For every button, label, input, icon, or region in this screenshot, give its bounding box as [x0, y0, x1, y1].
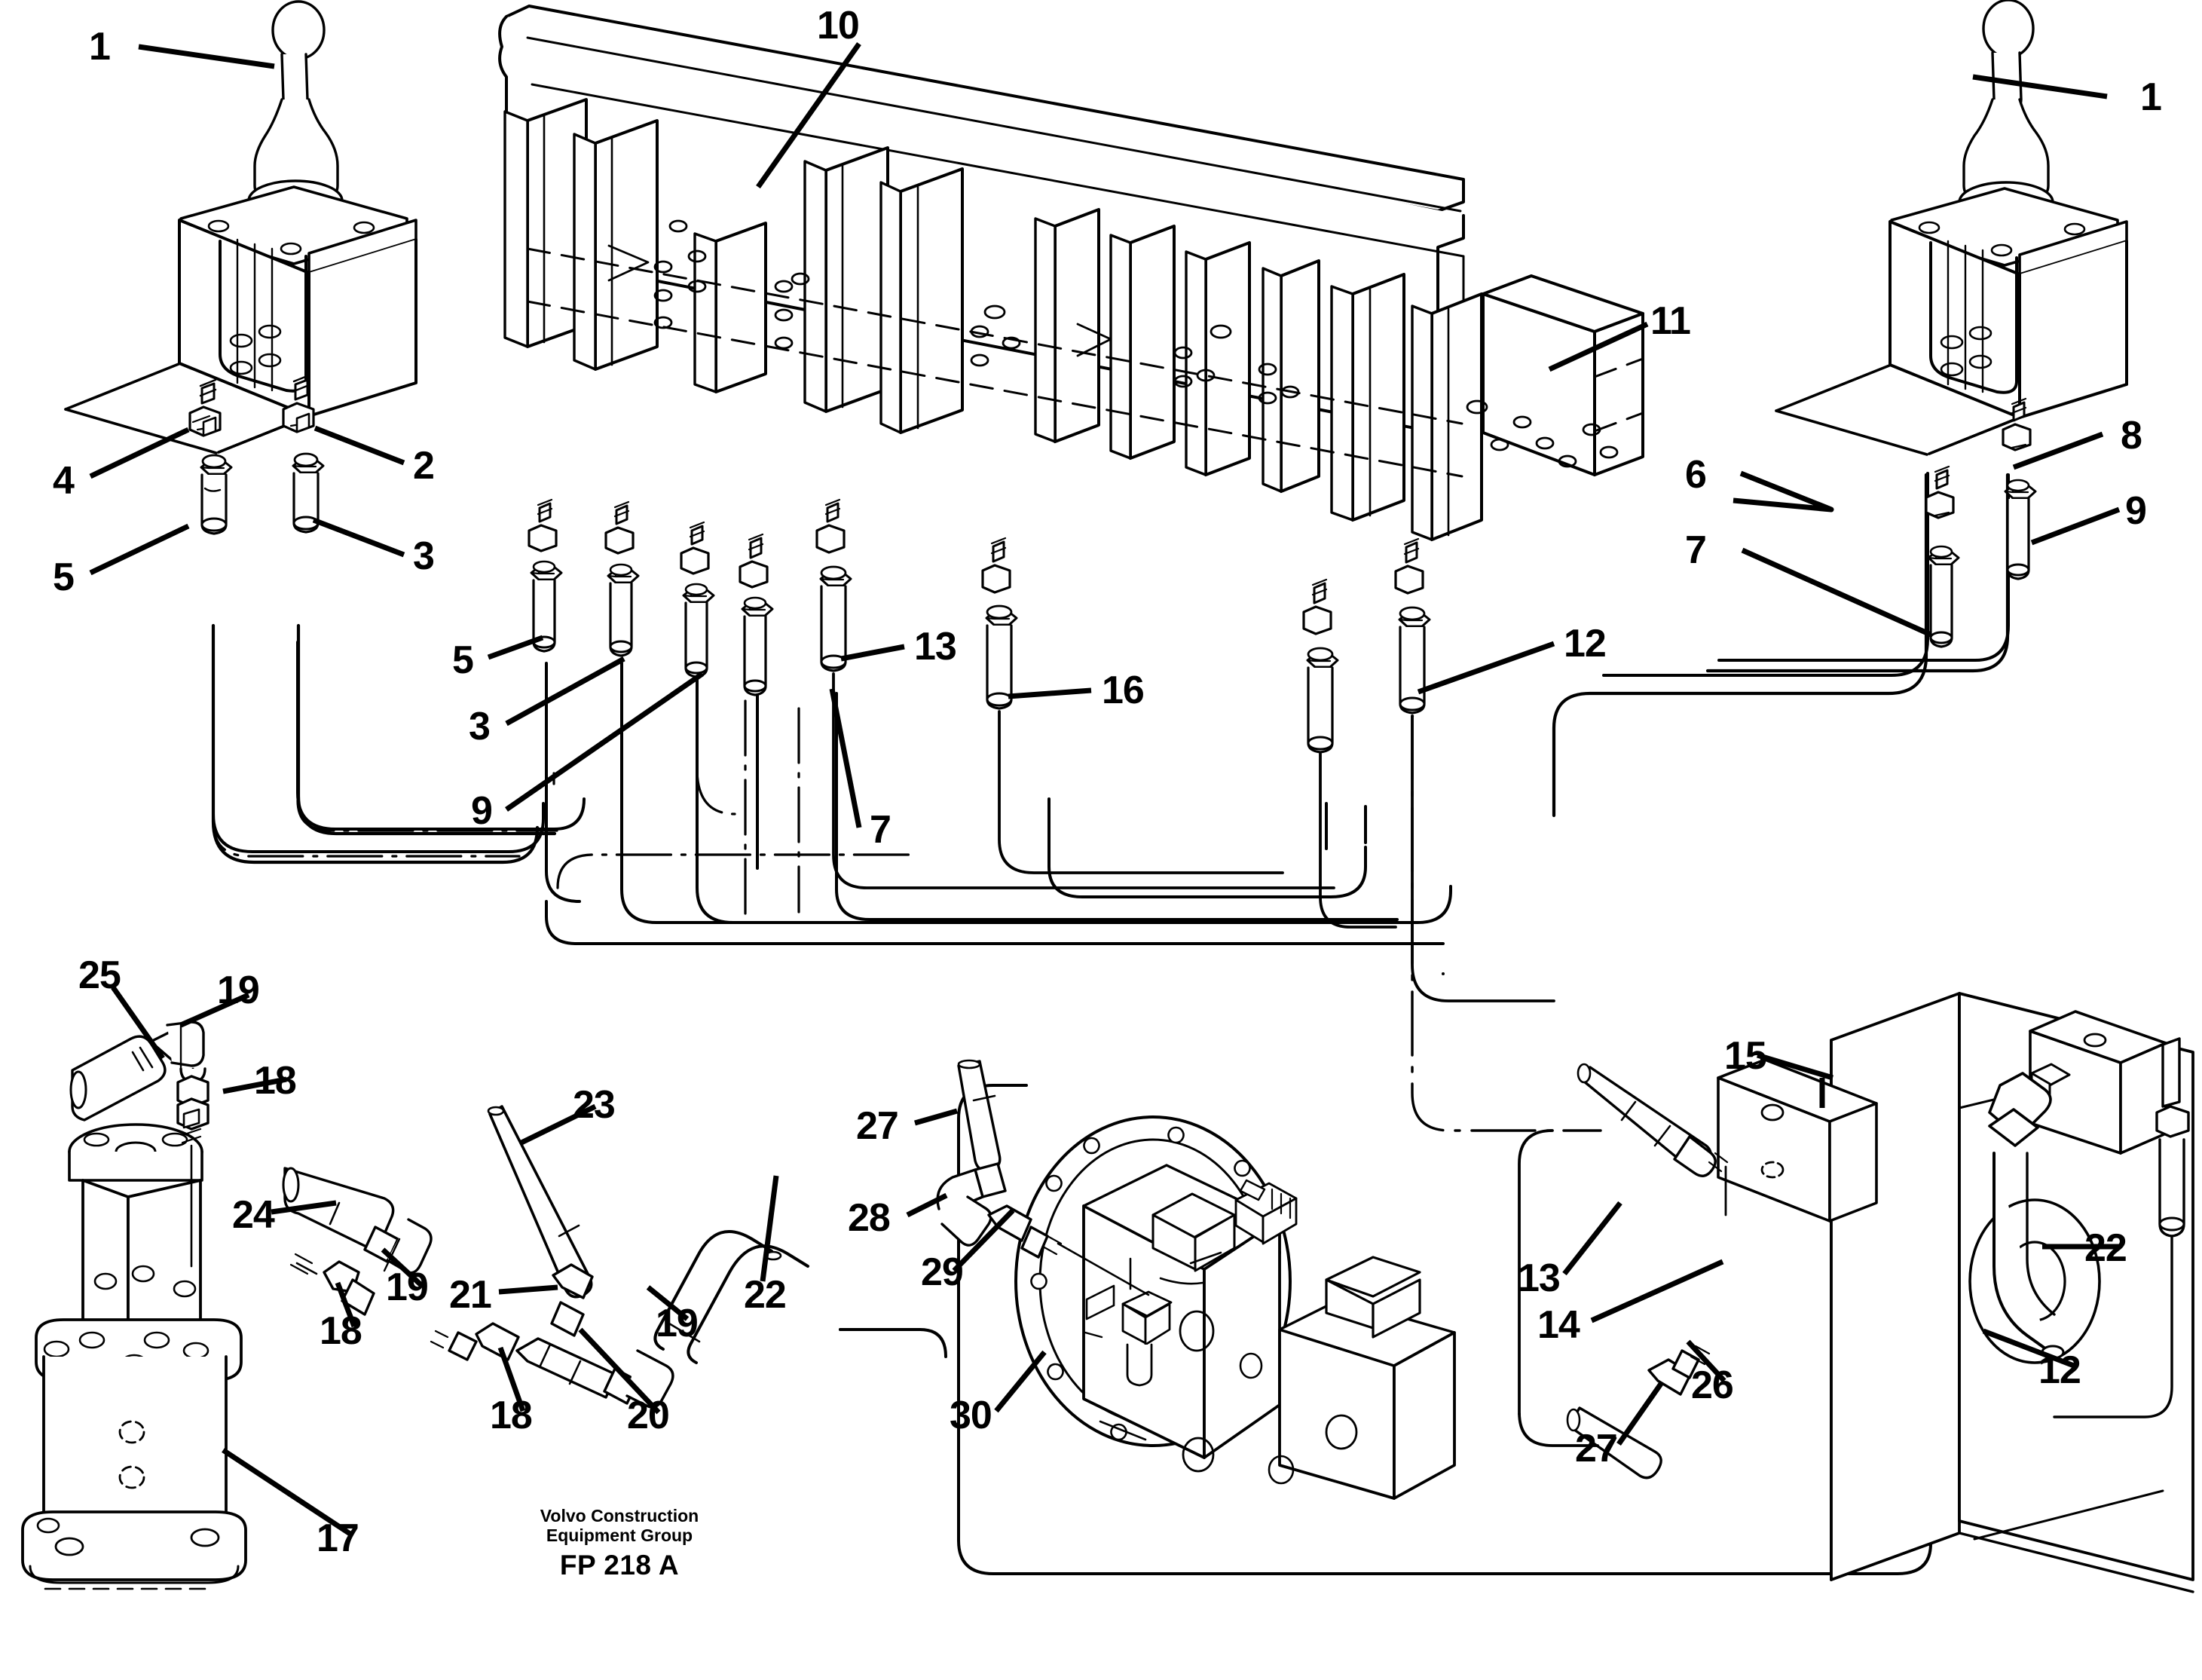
- callout-17: 17: [317, 1516, 359, 1560]
- callout-13-mid: 13: [914, 625, 957, 669]
- callout-30: 30: [950, 1394, 992, 1437]
- fitting-col-1: [528, 498, 563, 653]
- left-joystick-lever: [64, 0, 417, 454]
- manifold-block: [2029, 1010, 2167, 1155]
- callout-15: 15: [1724, 1034, 1767, 1078]
- callout-25: 25: [78, 953, 121, 997]
- tee-body-20: [515, 1337, 618, 1399]
- callout-9-right: 9: [2125, 489, 2147, 533]
- valve-end-section: [1482, 274, 1644, 476]
- fitting-col-16: [981, 537, 1018, 710]
- callout-3-mid: 3: [469, 705, 491, 748]
- fitting-col-2: [604, 500, 640, 657]
- hose-routing-lines: [212, 639, 912, 921]
- callout-12-mid: 12: [1564, 622, 1607, 666]
- callout-2: 2: [413, 444, 435, 488]
- callout-16: 16: [1102, 669, 1145, 712]
- callout-27-b: 27: [1575, 1427, 1618, 1470]
- hose-paths: [212, 472, 2010, 975]
- hydraulic-pump: [1014, 1115, 1456, 1500]
- callout-5-left: 5: [53, 555, 75, 599]
- fitting-col-4: [739, 533, 774, 696]
- fitting-col-5: [815, 498, 852, 672]
- callout-9-mid: 9: [471, 789, 493, 833]
- callout-14: 14: [1537, 1303, 1580, 1347]
- callout-7-right: 7: [1685, 528, 1707, 572]
- adapter-29: [987, 1204, 1150, 1296]
- imprint-code: FP 218 A: [559, 1549, 680, 1581]
- publisher-imprint: Volvo Construction Equipment Group FP 21…: [506, 1506, 732, 1581]
- callout-19-a: 19: [217, 969, 260, 1012]
- callout-12-right: 12: [2038, 1348, 2081, 1392]
- callout-19-c: 19: [656, 1302, 699, 1345]
- callout-3-left: 3: [413, 534, 435, 578]
- callout-23: 23: [573, 1083, 616, 1127]
- fitting-right-a: [1925, 465, 1960, 648]
- leader-lines: [89, 41, 2121, 1537]
- callout-4: 4: [53, 459, 75, 503]
- hose-right-group: [1552, 473, 2010, 818]
- rotary-joint-17: [21, 1123, 247, 1590]
- fitting-col-7: [1394, 537, 1431, 715]
- hose-27a: [957, 1059, 1002, 1172]
- imprint-line-2: Equipment Group: [546, 1525, 693, 1546]
- elbow-fitting-28: [936, 1162, 1007, 1247]
- callout-13-low: 13: [1518, 1256, 1561, 1300]
- fitting-stack-left-a: [188, 378, 233, 535]
- hose-left-group: [211, 623, 557, 864]
- hose-27b: [1566, 1406, 1662, 1480]
- adapter-26: [1647, 1345, 1711, 1396]
- adapter-18c: [430, 1322, 520, 1361]
- fitting-right-b: [2002, 397, 2037, 580]
- callout-24: 24: [232, 1193, 275, 1237]
- callout-8: 8: [2121, 414, 2142, 457]
- callout-7-mid: 7: [870, 808, 892, 852]
- callout-20: 20: [627, 1394, 670, 1437]
- hose-25: [69, 1035, 167, 1122]
- callout-22-right: 22: [2084, 1226, 2127, 1270]
- callout-29: 29: [921, 1250, 964, 1294]
- callout-19-b: 19: [386, 1265, 429, 1309]
- hose-22-mid: [653, 1230, 809, 1364]
- callout-27-a: 27: [856, 1104, 899, 1148]
- callout-1-left: 1: [89, 25, 111, 69]
- callout-18-c: 18: [490, 1394, 533, 1437]
- callout-6: 6: [1685, 453, 1707, 497]
- callout-5-mid: 5: [452, 638, 474, 682]
- hose-13-low: [1577, 1063, 1729, 1216]
- callout-10: 10: [817, 4, 860, 47]
- fitting-col-3: [680, 521, 715, 678]
- callout-26: 26: [1691, 1363, 1734, 1407]
- imprint-line-1: Volvo Construction: [540, 1506, 699, 1525]
- callout-21: 21: [449, 1273, 492, 1317]
- adapter-18b: [289, 1253, 375, 1316]
- callout-28: 28: [848, 1196, 891, 1240]
- callout-18-b: 18: [320, 1309, 362, 1353]
- adapter-18a: [176, 1075, 209, 1268]
- callout-18-a: 18: [254, 1059, 297, 1103]
- callout-1-right: 1: [2140, 75, 2162, 119]
- hose-12-right: [1988, 1072, 2065, 1360]
- control-valve-block: [498, 5, 1644, 541]
- callout-11: 11: [1650, 299, 1691, 343]
- routing-solid: [832, 672, 1599, 1447]
- routing-centreline: [1411, 715, 1602, 1132]
- hose-22-right: [2053, 1037, 2190, 1418]
- fitting-col-6: [1302, 578, 1339, 754]
- tee-fitting-21: [550, 1263, 594, 1337]
- callout-22-mid: 22: [744, 1273, 787, 1317]
- right-joystick-lever: [1775, 0, 2128, 456]
- junction-box-14: [1717, 1058, 1878, 1223]
